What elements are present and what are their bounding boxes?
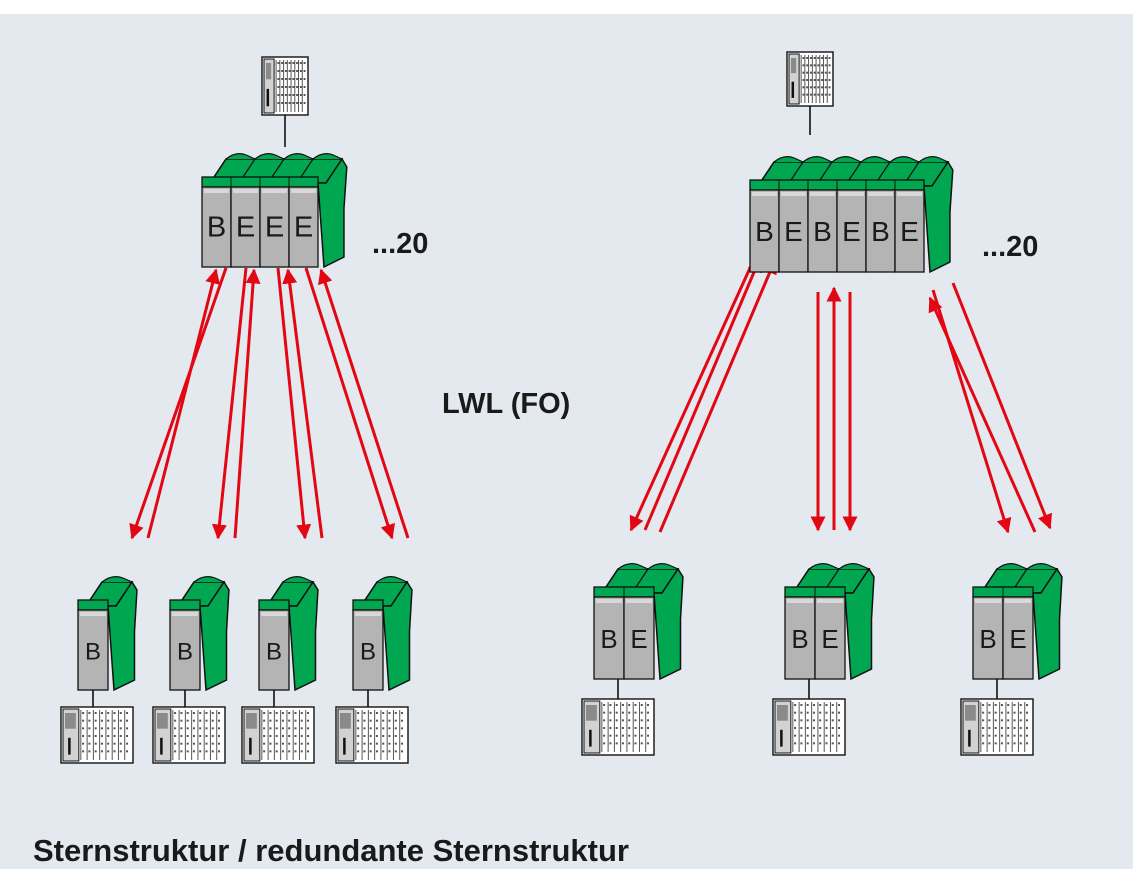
left-node-plc xyxy=(335,706,409,764)
fiber-arrow xyxy=(643,256,762,531)
right-node-plc xyxy=(960,698,1034,756)
module-face xyxy=(288,186,319,268)
module-face xyxy=(814,596,846,680)
module-letter: E xyxy=(236,212,255,244)
module-letter: B xyxy=(791,624,808,654)
module-letter: E xyxy=(294,212,313,244)
module-face xyxy=(807,189,838,273)
module-face xyxy=(836,189,867,273)
module-letter: B xyxy=(979,624,996,654)
fiber-arrow xyxy=(928,296,1037,533)
fiber-arrow xyxy=(146,268,220,539)
module-face xyxy=(77,609,109,691)
module-letter: E xyxy=(821,624,838,654)
module-letter: E xyxy=(630,624,647,654)
module-letter: E xyxy=(1009,624,1026,654)
module-letter: E xyxy=(900,216,919,247)
left-node-plc xyxy=(241,706,315,764)
left-node-plc xyxy=(152,706,226,764)
medium-label: LWL (FO) xyxy=(442,388,570,420)
module-face xyxy=(894,189,925,273)
fiber-arrow xyxy=(304,267,396,540)
diagram-title: Sternstruktur / redundante Sternstruktur xyxy=(33,833,629,868)
left-hub-count-label: ...20 xyxy=(372,228,428,260)
left-node-module: B xyxy=(77,576,138,692)
left-controller-plc xyxy=(261,56,309,116)
fiber-arrow xyxy=(276,267,312,540)
module-letter: B xyxy=(266,639,282,666)
module-face xyxy=(778,189,809,273)
fiber-arrow xyxy=(951,282,1053,530)
module-face xyxy=(784,596,816,680)
fiber-arrow xyxy=(129,267,228,540)
module-face xyxy=(258,609,290,691)
module-face xyxy=(972,596,1004,680)
fiber-arrow xyxy=(658,258,777,533)
fiber-arrow xyxy=(233,268,261,539)
left-node-module: B xyxy=(258,576,319,692)
module-letter: B xyxy=(871,216,890,247)
module-letter: B xyxy=(360,639,376,666)
module-letter: E xyxy=(265,212,284,244)
fiber-arrow xyxy=(282,268,324,539)
right-hub-count-label: ...20 xyxy=(982,231,1038,263)
module-face xyxy=(201,186,232,268)
module-face xyxy=(169,609,201,691)
fiber-links xyxy=(129,256,1053,540)
module-letter: E xyxy=(842,216,861,247)
module-letter: B xyxy=(600,624,617,654)
module-face xyxy=(865,189,896,273)
right-controller-plc xyxy=(786,51,834,107)
module-face xyxy=(749,189,780,273)
left-node-plc xyxy=(60,706,134,764)
module-letter: B xyxy=(755,216,774,247)
module-face xyxy=(230,186,261,268)
module-face xyxy=(593,596,625,680)
left-node-module: B xyxy=(169,576,230,692)
right-node-plc xyxy=(581,698,655,756)
module-letter: B xyxy=(207,212,226,244)
module-letter: E xyxy=(784,216,803,247)
fiber-arrow xyxy=(211,267,248,540)
module-face xyxy=(259,186,290,268)
fiber-arrow xyxy=(318,268,410,539)
module-face xyxy=(1002,596,1034,680)
right-node-plc xyxy=(772,698,846,756)
left-node-module: B xyxy=(352,576,413,692)
module-face xyxy=(623,596,655,680)
module-letter: B xyxy=(177,639,193,666)
module-letter: B xyxy=(813,216,832,247)
fiber-arrow xyxy=(629,267,752,532)
module-letter: B xyxy=(85,639,101,666)
